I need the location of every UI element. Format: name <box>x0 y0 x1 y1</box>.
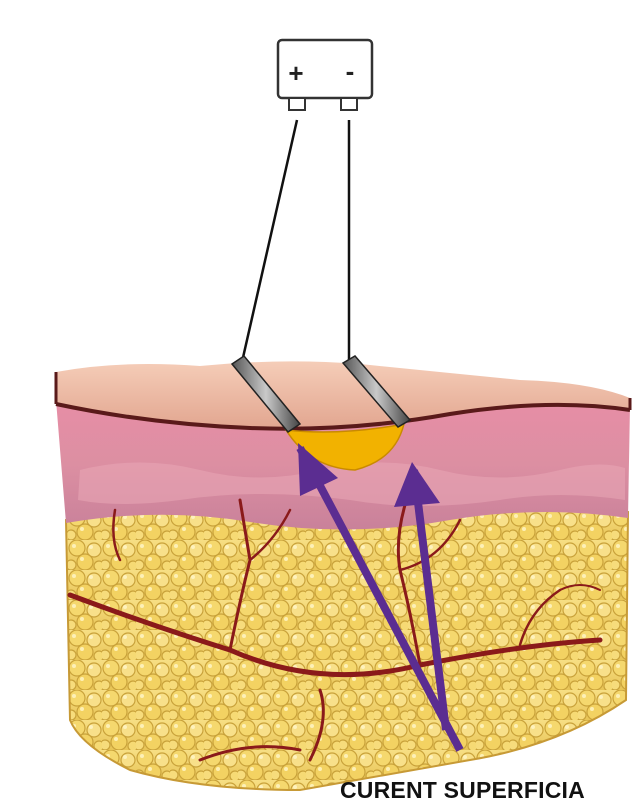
fat-layer <box>66 507 628 790</box>
positive-terminal-label: + <box>288 58 303 88</box>
negative-terminal-label: - <box>346 56 355 86</box>
battery-icon: + - <box>278 40 372 110</box>
caption-label: CURENT SUPERFICIA <box>340 777 642 804</box>
wires <box>242 120 349 362</box>
